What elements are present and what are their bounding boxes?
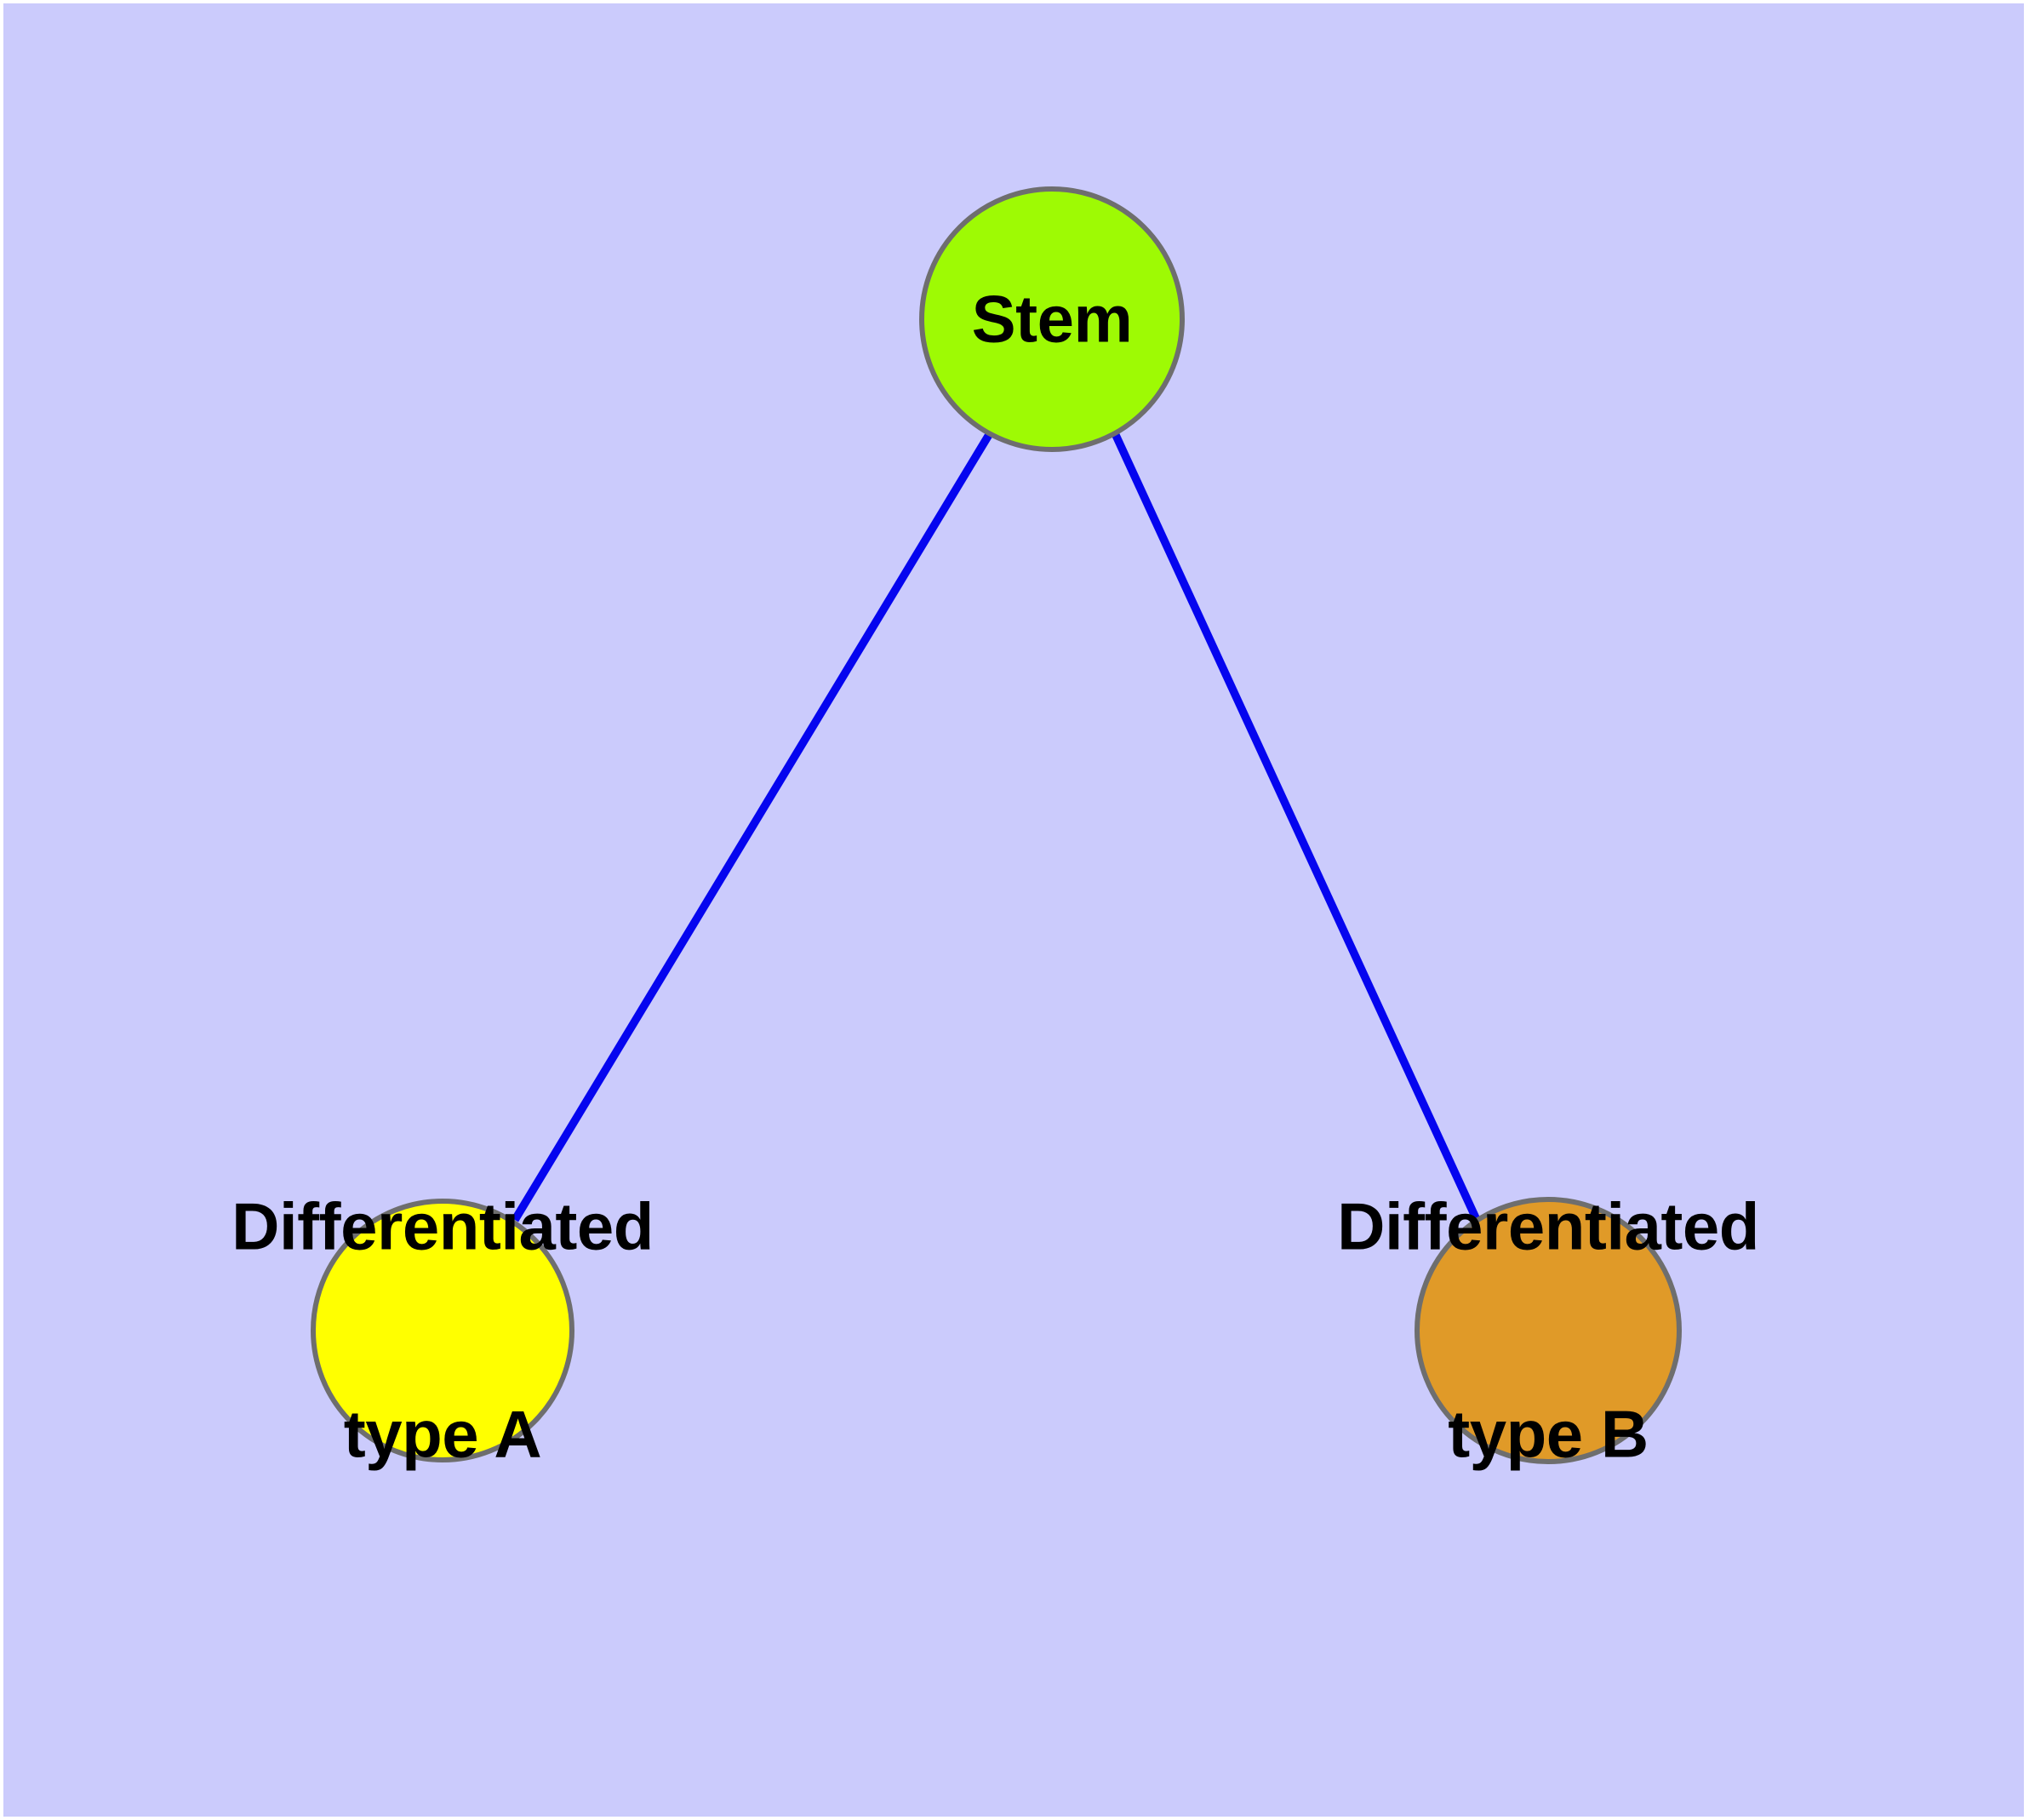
node-stem[interactable] — [919, 186, 1185, 452]
edge-stem-to-differentiated-type-b — [1111, 432, 1481, 1222]
edge-layer — [511, 431, 1481, 1222]
edge-stem-to-differentiated-type-a — [511, 431, 994, 1222]
node-differentiated-type-b[interactable] — [1415, 1197, 1682, 1464]
node-layer — [311, 186, 1682, 1464]
node-differentiated-type-a[interactable] — [311, 1199, 574, 1462]
